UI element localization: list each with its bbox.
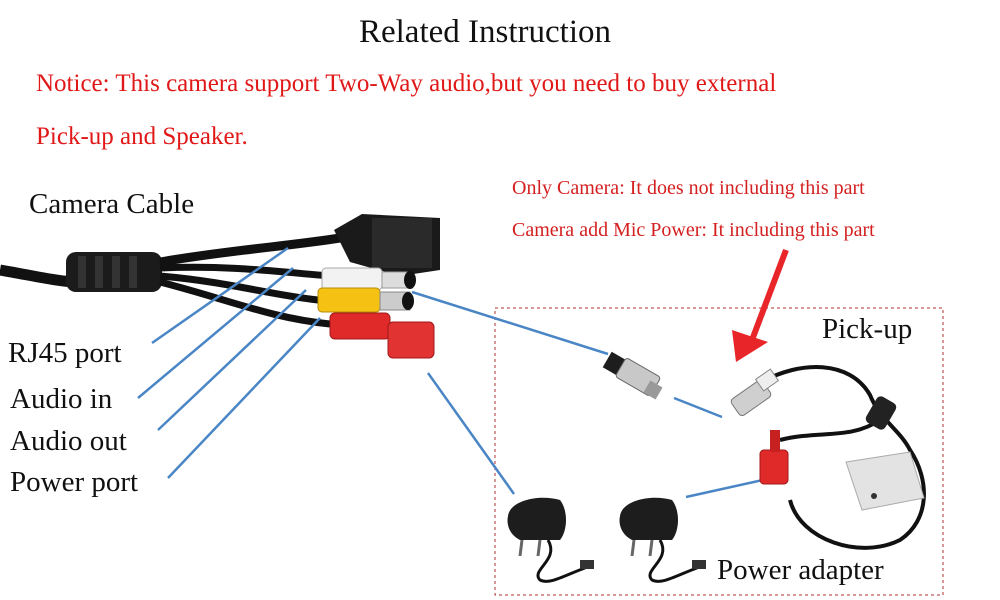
red-arrow: [732, 248, 789, 362]
page-title: Related Instruction: [358, 14, 611, 50]
optional-part-box: [494, 307, 944, 596]
notice-line-2: Pick-up and Speaker.: [36, 123, 248, 150]
leader-lines: [137, 246, 764, 499]
label-audio-out: Audio out: [10, 425, 127, 457]
camera-cable-graphic: [0, 214, 440, 359]
label-power-port: Power port: [10, 466, 139, 498]
label-power-adapter: Power adapter: [717, 554, 884, 586]
label-camera-cable: Camera Cable: [29, 188, 195, 220]
label-audio-in: Audio in: [10, 383, 113, 415]
notice-line-1: Notice: This camera support Two-Way audi…: [36, 70, 777, 97]
power-adapter-1: [507, 497, 594, 583]
pickup-device: [730, 365, 926, 550]
label-pickup: Pick-up: [822, 313, 913, 345]
label-rj45-port: RJ45 port: [8, 337, 122, 369]
male-rca-connector: [602, 351, 663, 400]
power-adapter-2: [619, 497, 706, 583]
note-camera-mic-power: Camera add Mic Power: It including this …: [512, 219, 875, 241]
note-only-camera: Only Camera: It does not including this …: [512, 177, 865, 199]
